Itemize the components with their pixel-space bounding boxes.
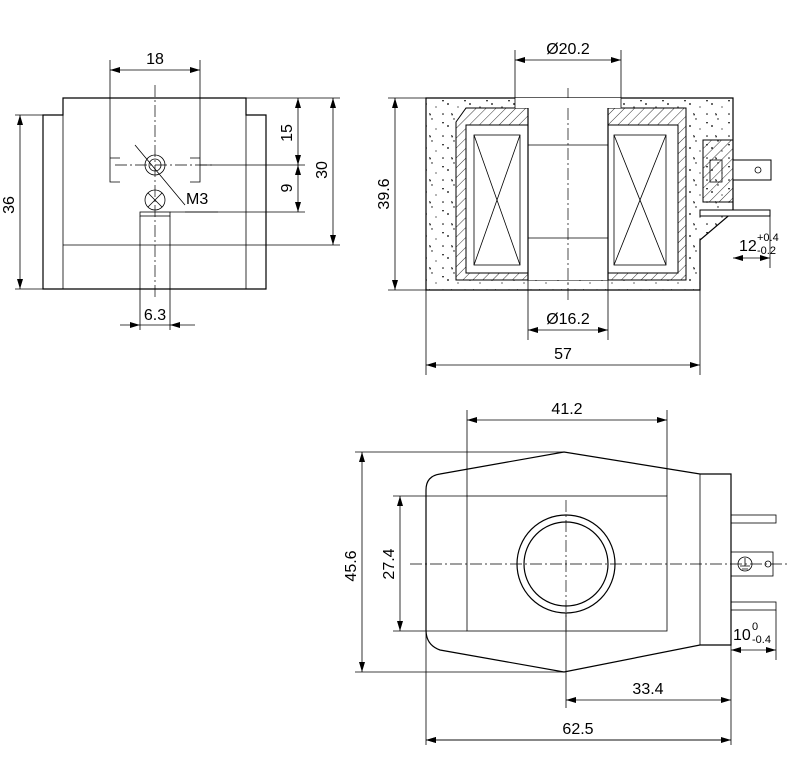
bottom-terminal-blade: [730, 601, 777, 611]
dim-label-33.4: 33.4: [632, 681, 663, 698]
section-view: Ø20.2 39.6 Ø16.2 57 12 +0.4 -0.2: [376, 41, 779, 375]
thread-label-m3: M3: [186, 191, 208, 208]
dim-label-41.2: 41.2: [551, 401, 582, 418]
dim-label-62.5: 62.5: [562, 721, 593, 738]
dim-label-d16.2: Ø16.2: [546, 311, 590, 328]
dim-label-15: 15: [279, 124, 296, 142]
dim-label-12: 12: [739, 238, 757, 255]
dim-label-18: 18: [146, 51, 164, 68]
top-opening: [515, 98, 621, 108]
main-terminal-blade: [730, 551, 774, 577]
dim-label-10-tolerance: 10 0 -0.4: [733, 621, 771, 646]
ground-blade: [699, 209, 771, 217]
top-view: 41.2 45.6 27.4 33.4 62.5 10 0 -0.4: [343, 401, 790, 745]
dim-label-27.4: 27.4: [381, 548, 398, 579]
dim-tol-upper-12: +0.4: [757, 232, 779, 244]
dim-tol-lower-12: -0.2: [757, 245, 776, 257]
right-coil-winding: [613, 134, 667, 266]
terminal-hole: [754, 166, 762, 174]
right-coil-cross: [613, 134, 667, 266]
terminal-housing: [702, 139, 734, 203]
dim-tol-upper-10: 0: [752, 621, 758, 633]
left-coil-winding: [473, 134, 521, 266]
left-coil-cross: [473, 134, 521, 266]
dim-label-12-tolerance: 12 +0.4 -0.2: [739, 232, 779, 257]
ground-symbol-icon: [740, 558, 750, 570]
dim-label-36: 36: [1, 196, 18, 214]
left-view-body-outline: [42, 97, 267, 290]
dim-label-d20.2: Ø20.2: [546, 41, 590, 58]
left-view: 18 36 15 9 30 M3 6.3: [1, 51, 340, 330]
right-slot: [190, 157, 201, 183]
ground-screw-circle: [144, 189, 166, 211]
dim-label-10: 10: [733, 627, 751, 644]
thread-leader: [134, 144, 186, 206]
top-terminal-blade: [730, 514, 777, 524]
top-view-inner-rect: [466, 495, 668, 632]
dim-label-45.6: 45.6: [343, 550, 360, 581]
ground-tab: [139, 211, 171, 217]
dim-label-6.3: 6.3: [144, 307, 166, 324]
dim-label-30: 30: [314, 161, 331, 179]
dim-label-57: 57: [554, 346, 572, 363]
dim-label-39.6: 39.6: [376, 178, 393, 209]
dim-tol-lower-10: -0.4: [752, 634, 771, 646]
terminal-insert: [709, 159, 723, 183]
ground-symbol-circle: [737, 556, 753, 572]
main-terminal-hole: [764, 560, 772, 568]
ground-cross: [147, 192, 163, 208]
top-view-body-outline: [425, 451, 732, 673]
dim-label-9: 9: [279, 183, 296, 192]
terminal-blade: [732, 159, 772, 181]
thread-hole-inner: [148, 158, 162, 172]
thread-hole-outer: [144, 154, 166, 176]
left-slot: [109, 157, 120, 183]
